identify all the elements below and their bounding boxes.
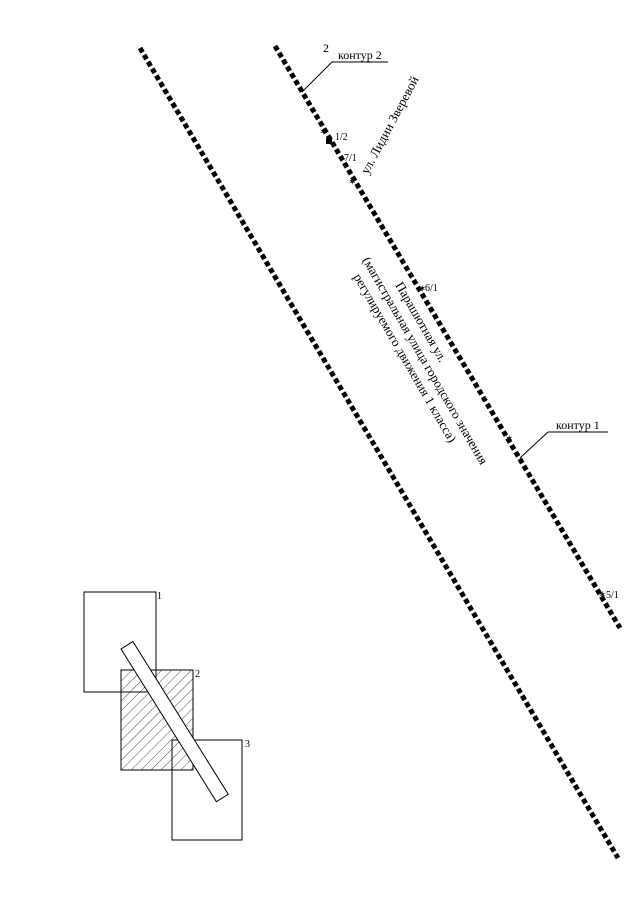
point-marker-5-1: ✶ 5/1: [598, 590, 619, 601]
point-marker-7-1: 7/1 ✶: [344, 153, 357, 188]
contour-1-callout: контур 1: [519, 418, 608, 459]
contour-1-label: контур 1: [556, 418, 600, 432]
svg-text:✶: ✶: [348, 177, 356, 188]
street-label-parashyutnaya: Парашютная ул. (магистральная улица горо…: [351, 254, 491, 467]
point-label-6-1: 6/1: [425, 283, 438, 294]
legend-diagonal-bar: [120, 640, 229, 803]
road-edge-right: [272, 44, 623, 630]
point-label-5-1: 5/1: [606, 590, 619, 601]
legend-box-3: [171, 739, 243, 841]
point-marker-6-1: ✶ 6/1: [418, 283, 438, 295]
road-edge-left: [137, 46, 621, 860]
svg-text:✶: ✶: [418, 284, 426, 295]
contour-2-label: контур 2: [338, 48, 382, 62]
legend-box-3-number: 3: [245, 739, 250, 750]
point-marker-1-2: ✶ 1/2: [319, 127, 348, 144]
svg-text:✶: ✶: [319, 127, 327, 138]
point-label-7-1: 7/1: [344, 153, 357, 164]
legend-box-1-number: 1: [157, 591, 162, 602]
street-label-lidii-zverevoy: ул. Лидии Зверевой: [357, 73, 421, 176]
contour-2-callout: 2 контур 2: [301, 41, 388, 93]
contour-2-number: 2: [323, 41, 329, 55]
svg-text:✶: ✶: [505, 434, 513, 445]
legend-inset: 1 2 3: [83, 591, 250, 841]
svg-text:✶: ✶: [598, 590, 606, 601]
point-marker-contour-1: ✶: [505, 434, 513, 445]
legend-box-2-number: 2: [195, 669, 200, 680]
point-label-1-2: 1/2: [335, 132, 348, 143]
